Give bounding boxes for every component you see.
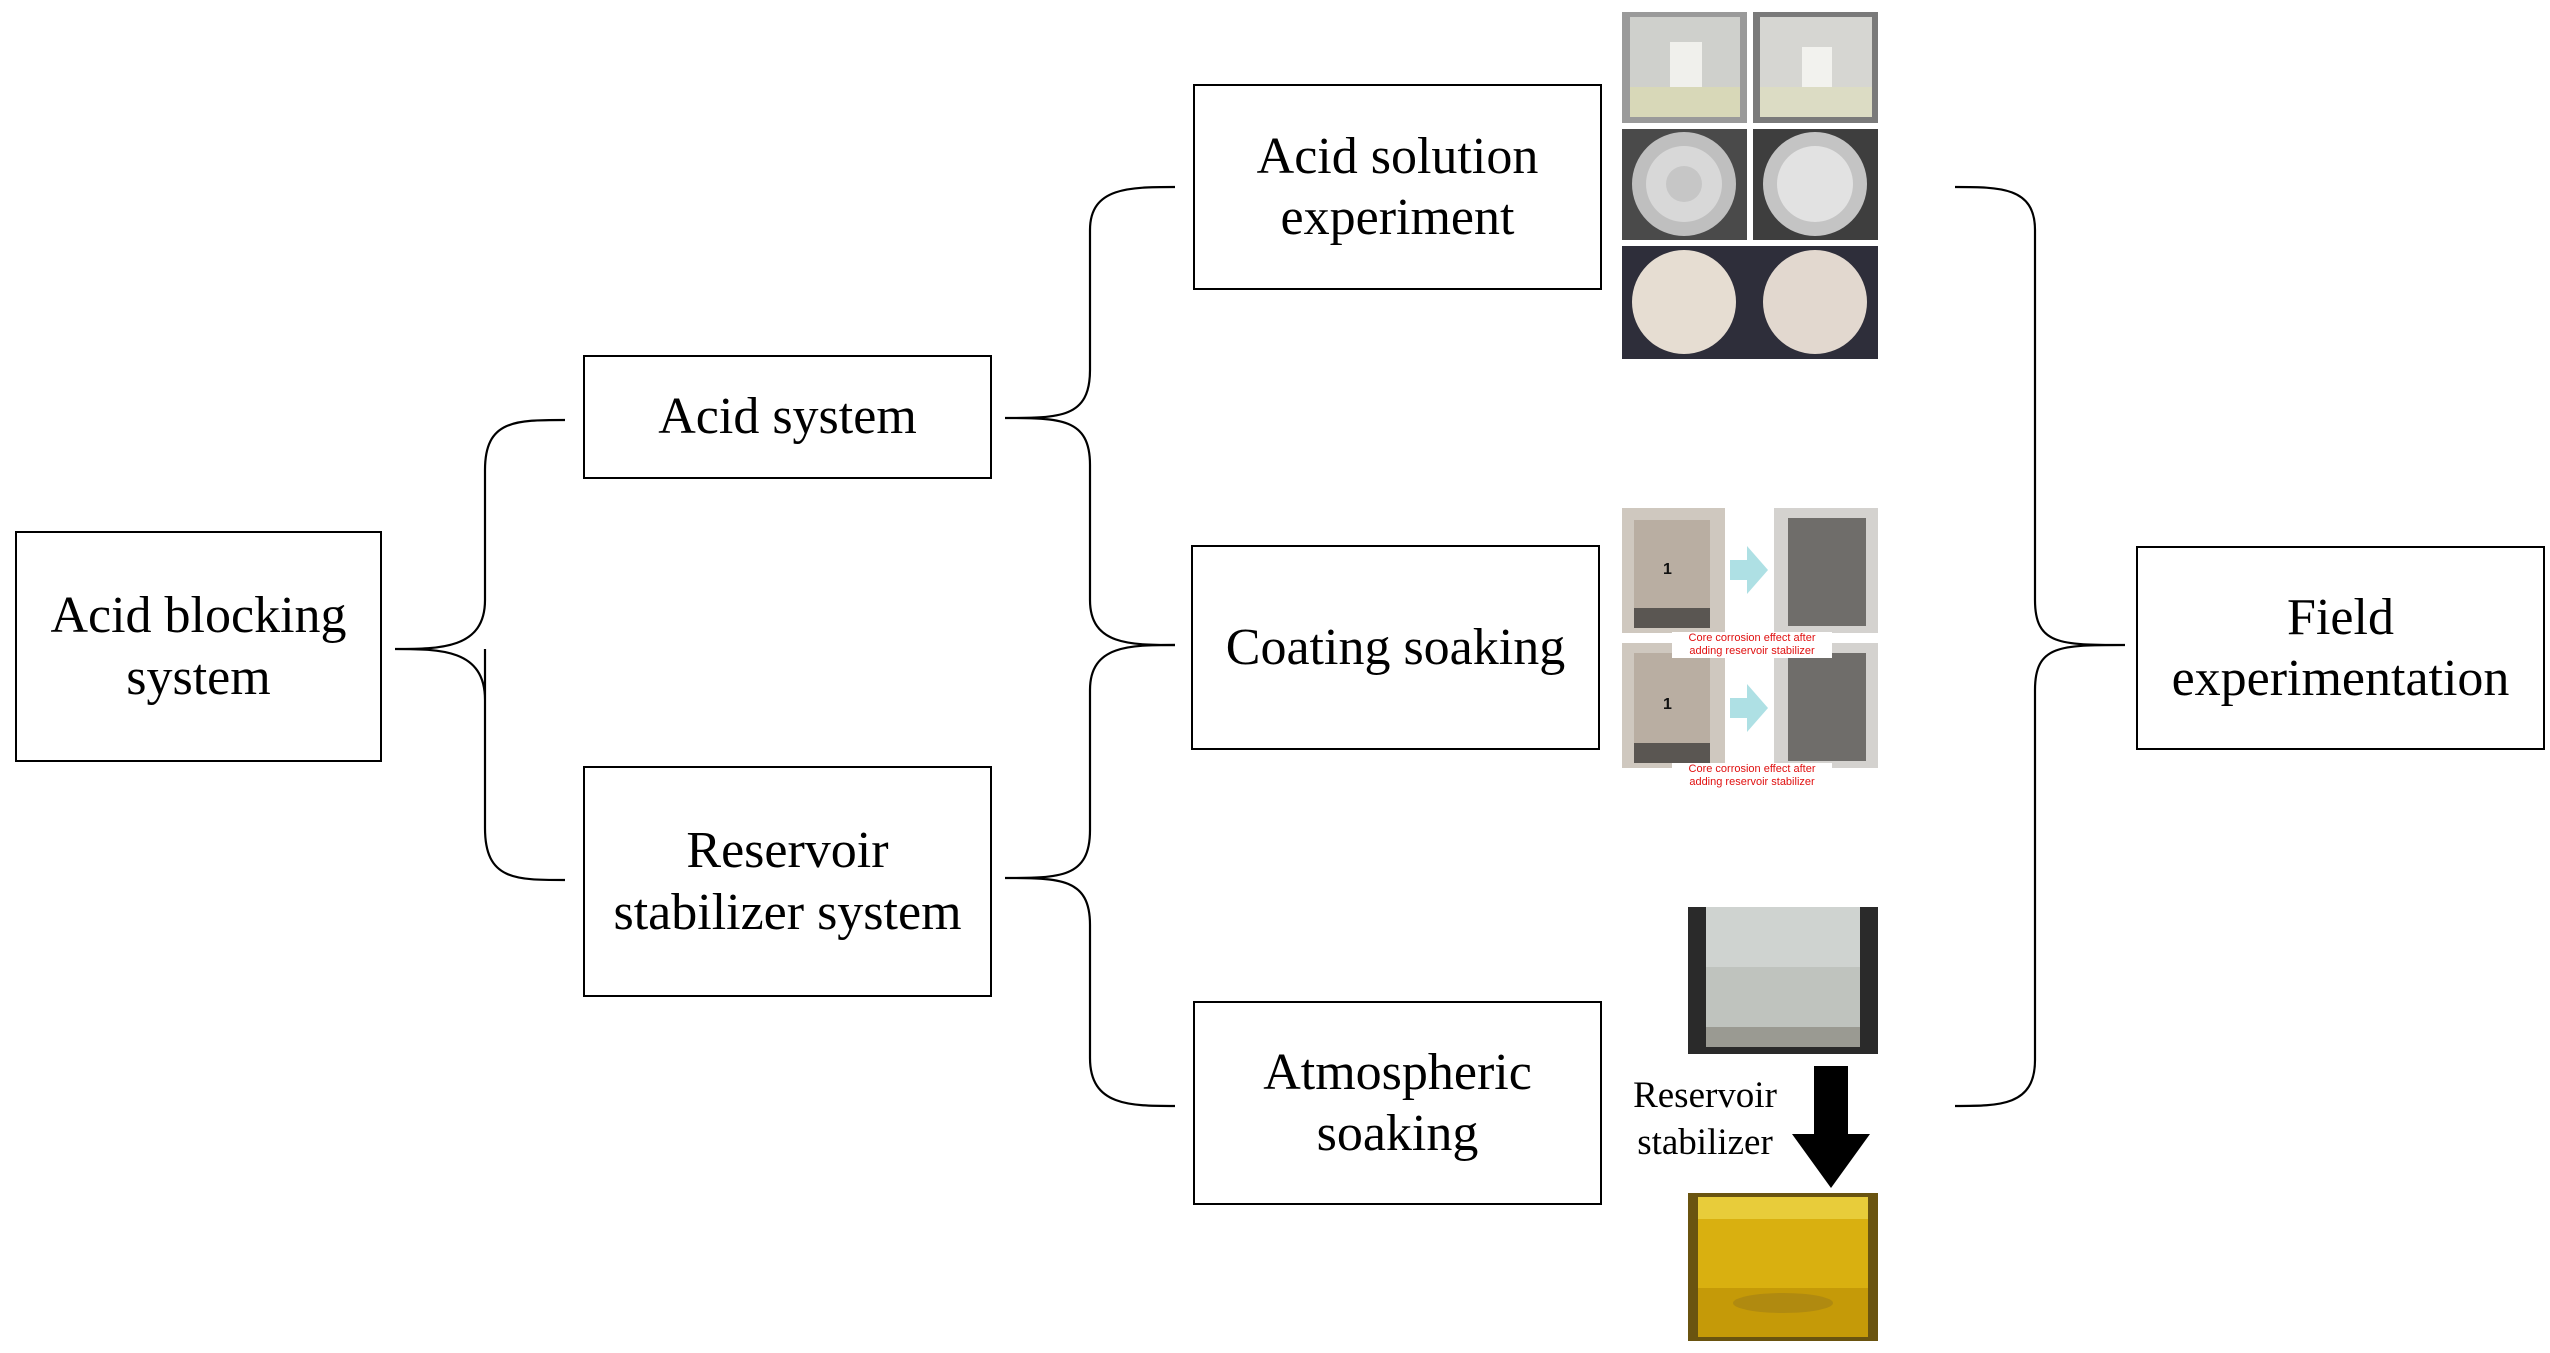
dish-photo-2 [1753, 129, 1878, 240]
node-coating-soaking: Coating soaking [1191, 545, 1600, 750]
brace-field [1954, 185, 2126, 1108]
disc-photo [1622, 246, 1878, 359]
reservoir-stabilizer-label: Reservoir stabilizer [1633, 1075, 1777, 1163]
core-caption-1: Core corrosion effect after adding reser… [1672, 632, 1832, 658]
brace-acid-system [1004, 185, 1176, 647]
acid-solution-photos [1622, 12, 1878, 359]
core-number-1: 1 [1663, 561, 1672, 578]
cup-photo-before [1688, 907, 1878, 1054]
beaker-photo-2 [1753, 12, 1878, 123]
brace-root [394, 418, 566, 882]
node-acid-system: Acid system [583, 355, 992, 479]
coating-soaking-photos: 1 1 Core corrosion effect after adding r… [1622, 508, 1878, 788]
core-number-2: 1 [1663, 696, 1672, 713]
core-caption-2: Core corrosion effect after adding reser… [1672, 763, 1832, 788]
brace-reservoir [1004, 643, 1176, 1108]
beaker-photo-1 [1622, 12, 1747, 123]
dish-photo-1 [1622, 129, 1747, 240]
down-arrow-icon [1792, 1066, 1870, 1188]
cup-photo-after [1688, 1193, 1878, 1341]
